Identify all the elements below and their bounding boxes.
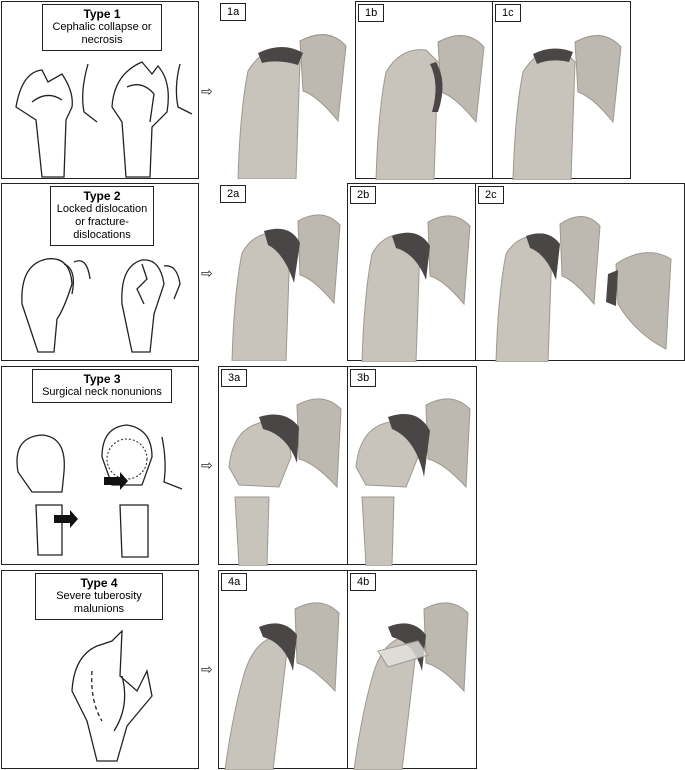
- panel-4b: 4b: [347, 570, 477, 770]
- panel-1a: 1a: [218, 1, 356, 179]
- type2-sketch-drawing: [21, 258, 181, 353]
- panel-3b-label: 3b: [350, 369, 377, 387]
- type3-sketch-drawing: [16, 424, 183, 558]
- panel-4a-illustration: [224, 602, 340, 770]
- type4-label: Type 4: [80, 576, 118, 590]
- panel-2a: 2a: [218, 183, 348, 361]
- panel-1a-label: 1a: [220, 3, 247, 21]
- type4-title: Type 4 Severe tuberosity malunions: [35, 573, 163, 620]
- panel-3a-label: 3a: [221, 369, 248, 387]
- type1-arrow-icon: ⇨: [201, 83, 213, 99]
- panel-1c: 1c: [492, 1, 631, 180]
- type1-sketch-drawing: [15, 61, 193, 178]
- panel-4a: 4a: [218, 570, 348, 770]
- panel-1c-label: 1c: [495, 4, 521, 22]
- type2-title: Type 2 Locked dislocation or fracture-di…: [50, 186, 154, 246]
- type2-sketch-box: Type 2 Locked dislocation or fracture-di…: [1, 183, 199, 361]
- panel-2b-illustration: [361, 215, 471, 362]
- type4-desc: Severe tuberosity malunions: [56, 590, 142, 615]
- type1-title: Type 1 Cephalic collapse or necrosis: [42, 4, 162, 51]
- panel-3b: 3b: [347, 366, 477, 566]
- type3-sketch-box: Type 3 Surgical neck nonunions: [1, 366, 199, 565]
- panel-2b: 2b: [347, 183, 476, 362]
- panel-4a-label: 4a: [221, 573, 248, 591]
- type2-arrow-icon: ⇨: [201, 265, 213, 281]
- type2-desc: Locked dislocation or fracture-dislocati…: [56, 203, 148, 241]
- panel-3a: 3a: [218, 366, 348, 566]
- panel-1c-illustration: [512, 35, 622, 180]
- panel-3b-illustration: [355, 398, 471, 566]
- panel-2a-label: 2a: [220, 185, 247, 203]
- type3-label: Type 3: [83, 372, 121, 386]
- type4-sketch-drawing: [71, 629, 153, 762]
- type3-title: Type 3 Surgical neck nonunions: [32, 369, 172, 403]
- type1-sketch-box: Type 1 Cephalic collapse or necrosis: [1, 1, 199, 179]
- panel-1b-illustration: [375, 35, 485, 180]
- type3-desc: Surgical neck nonunions: [42, 386, 162, 398]
- panel-4b-illustration: [353, 602, 469, 770]
- panel-2c: 2c: [475, 183, 685, 362]
- type2-label: Type 2: [83, 189, 121, 203]
- panel-1b-label: 1b: [358, 4, 385, 22]
- panel-1a-illustration: [237, 34, 347, 179]
- panel-2a-illustration: [231, 214, 341, 361]
- type4-arrow-icon: ⇨: [201, 661, 213, 677]
- panel-2b-label: 2b: [350, 186, 377, 204]
- panel-1b: 1b: [355, 1, 493, 180]
- panel-2c-label: 2c: [478, 186, 504, 204]
- panel-3a-illustration: [228, 398, 342, 566]
- panel-2c-illustration: [495, 216, 672, 362]
- type4-sketch-box: Type 4 Severe tuberosity malunions: [1, 570, 199, 769]
- type1-desc: Cephalic collapse or necrosis: [52, 21, 152, 46]
- panel-4b-label: 4b: [350, 573, 377, 591]
- type3-arrow-icon: ⇨: [201, 457, 213, 473]
- type1-label: Type 1: [83, 7, 121, 21]
